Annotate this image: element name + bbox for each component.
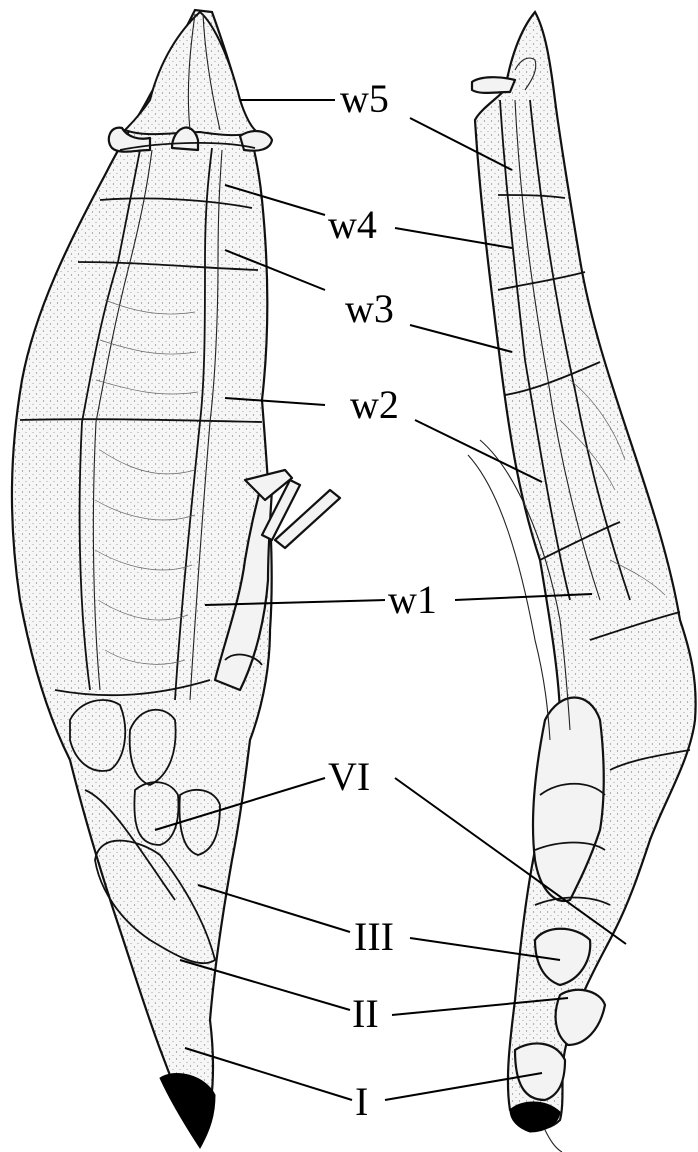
right-specimen [468,12,696,1152]
label-w4: w4 [328,202,377,247]
right-apex-spur [472,77,515,93]
label-w3: w3 [345,286,394,331]
right-base-black-foot [510,1102,560,1132]
label-III: III [354,914,394,959]
label-II: II [352,991,379,1036]
label-w2: w2 [350,382,399,427]
left-apex-cap [125,12,255,135]
right-stalk [545,1130,562,1152]
left-specimen [12,10,340,1148]
label-w1: w1 [388,577,437,622]
label-I: I [355,1079,368,1124]
label-VI: VI [328,754,370,799]
label-w5: w5 [340,76,389,121]
left-apex-knob-right [240,131,272,151]
left-base-black-foot [160,1073,215,1148]
